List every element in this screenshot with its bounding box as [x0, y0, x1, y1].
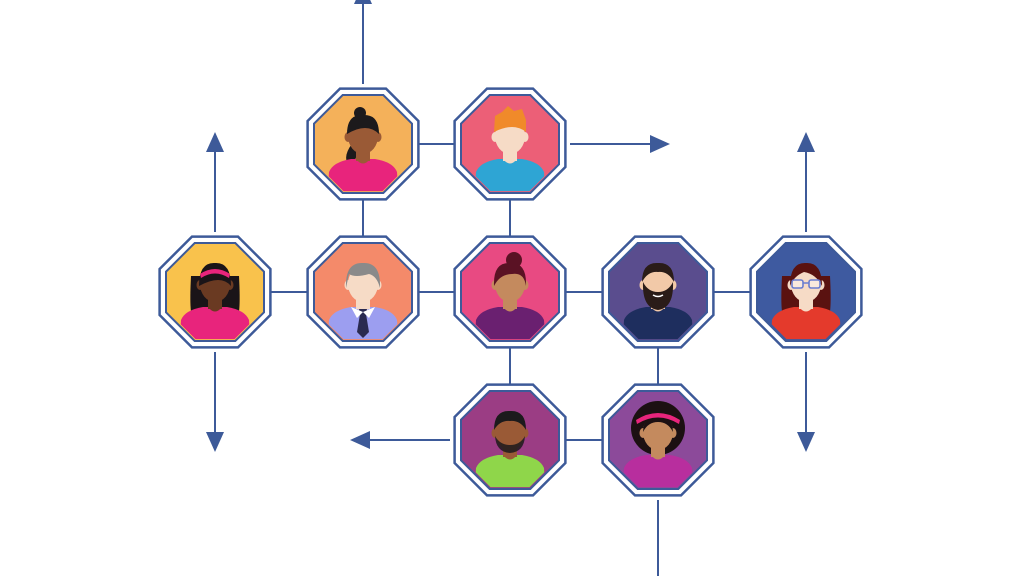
avatar-icon	[327, 262, 399, 340]
outgoing-arrows	[206, 0, 815, 576]
arrowhead-icon	[350, 431, 370, 449]
avatar-icon	[474, 106, 546, 192]
avatar-icon	[327, 107, 399, 192]
arrow-down-from-woman-headband	[206, 352, 224, 452]
arrow-left-from-man-green-shirt	[350, 431, 450, 449]
arrow-down-from-woman-curly-hair	[657, 500, 659, 576]
avatar-icon	[622, 401, 694, 488]
arrowhead-icon	[797, 432, 815, 452]
avatar-icon	[179, 262, 251, 340]
person-nodes	[158, 87, 863, 500]
person-node-woman-ponytail[interactable]	[306, 87, 420, 204]
person-node-man-green-shirt[interactable]	[453, 383, 567, 500]
person-node-bearded-man[interactable]	[601, 235, 715, 352]
person-node-man-orange-hair[interactable]	[453, 87, 567, 204]
arrow-up-from-woman-glasses	[797, 132, 815, 232]
person-node-older-man-tie[interactable]	[306, 235, 420, 352]
arrow-down-from-woman-glasses	[797, 352, 815, 452]
arrowhead-icon	[650, 135, 670, 153]
person-node-woman-bun[interactable]	[453, 235, 567, 352]
arrowhead-icon	[797, 132, 815, 152]
arrow-up-from-woman-headband	[206, 132, 224, 232]
person-node-woman-headband[interactable]	[158, 235, 272, 352]
arrowhead-icon	[206, 132, 224, 152]
person-node-woman-curly-hair[interactable]	[601, 383, 715, 500]
avatar-icon	[474, 410, 546, 488]
arrowhead-icon	[206, 432, 224, 452]
person-node-woman-glasses[interactable]	[749, 235, 863, 352]
avatar-icon	[770, 262, 842, 340]
avatar-icon	[474, 252, 546, 340]
avatar-icon	[622, 262, 694, 340]
arrowhead-icon	[354, 0, 372, 4]
arrow-up-from-woman-ponytail	[354, 0, 372, 84]
arrow-right-from-man-orange-hair	[570, 135, 670, 153]
